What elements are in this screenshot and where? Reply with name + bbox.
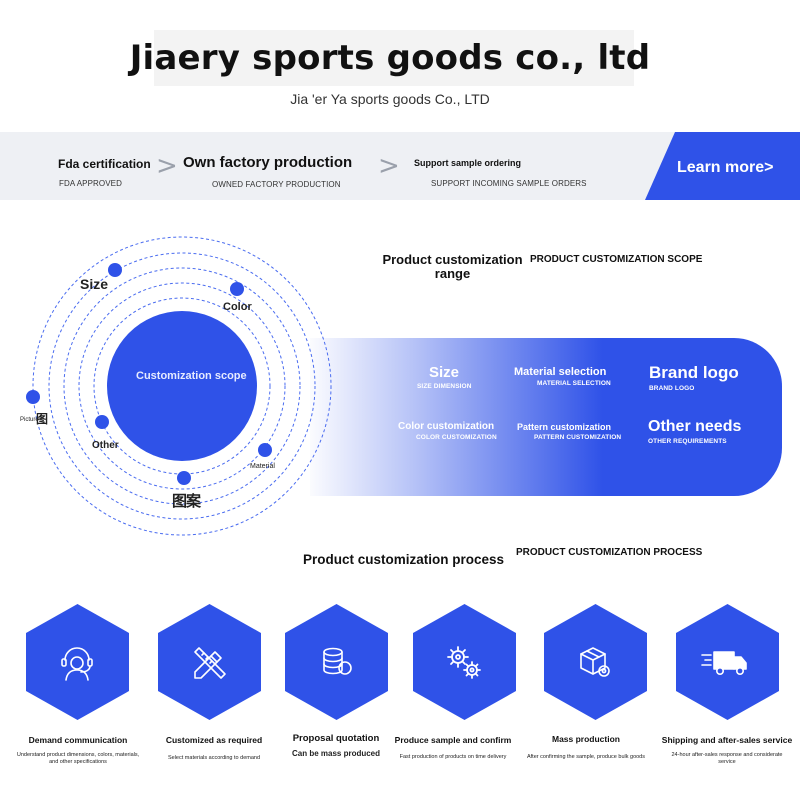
panel-item-subtitle: MATERIAL SELECTION [537, 380, 611, 387]
process-step: Proposal quotation Can be mass produced [271, 733, 401, 758]
coin-stack-icon [323, 647, 352, 675]
chevron-right-icon: > [156, 151, 178, 181]
feature-sample: Support sample ordering SUPPORT INCOMING… [414, 158, 587, 188]
panel-item-title: Material selection [514, 366, 607, 378]
orbit-ring [32, 236, 332, 536]
feature-subtitle: SUPPORT INCOMING SAMPLE ORDERS [431, 179, 587, 188]
step-label: Customized as required [165, 735, 263, 745]
orbit-glyph: 图 [36, 412, 49, 426]
feature-title: Own factory production [183, 154, 353, 171]
feature-title: Fda certification [58, 157, 151, 171]
learn-more-label: Learn more> [677, 159, 774, 176]
panel-item-subtitle: SIZE DIMENSION [417, 383, 472, 390]
orbit-ring [48, 252, 316, 520]
step-description: After confirming the sample, produce bul… [526, 754, 645, 760]
feature-title: Support sample ordering [414, 158, 522, 168]
orbit-dot [108, 263, 122, 277]
step-description: 24-hour after-sales response and conside… [671, 752, 783, 765]
feature-fda: Fda certification FDA APPROVED [58, 157, 151, 188]
step-label: Mass production [551, 734, 620, 744]
step-description: Select materials according to demand [167, 755, 261, 761]
feature-subtitle: OWNED FACTORY PRODUCTION [212, 180, 341, 189]
orbit-dot [95, 415, 109, 429]
panel-item-size: Size SIZE DIMENSION [417, 364, 472, 390]
orbit-ring [78, 282, 286, 490]
learn-more-button[interactable]: Learn more> [645, 132, 800, 200]
panel-item-pattern: Pattern customization PATTERN CUSTOMIZAT… [517, 422, 621, 441]
panel-item-subtitle: COLOR CUSTOMIZATION [416, 434, 497, 441]
process-step: Mass production After confirming the sam… [521, 734, 651, 761]
orbit-label-material: Material [250, 463, 275, 470]
orbit-dot [177, 471, 191, 485]
step-description: Fast production of products on time deli… [399, 754, 507, 760]
range-title: Product customization range [382, 252, 523, 281]
step-label: Proposal quotation [292, 733, 380, 744]
process-title: Product customization process [303, 552, 505, 567]
panel-item-title: Size [429, 364, 460, 381]
step-description: Understand product dimensions, colors, m… [16, 752, 140, 765]
orbit-dot [26, 390, 40, 404]
panel-item-color: Color customization COLOR CUSTOMIZATION [398, 421, 497, 441]
panel-item-subtitle: BRAND LOGO [649, 385, 695, 392]
orbit-label-other: Other [92, 440, 119, 451]
process-step: Produce sample and confirm Fast producti… [388, 735, 518, 761]
process-subtitle: PRODUCT CUSTOMIZATION PROCESS [516, 547, 703, 558]
orbit-glyph: 图案 [172, 493, 201, 510]
orbit-label-picture: Picture [20, 417, 39, 423]
panel-item-title: Other needs [648, 418, 742, 435]
panel-item-other-needs: Other needs OTHER REQUIREMENTS [648, 418, 741, 445]
panel-item-title: Color customization [398, 421, 495, 432]
step-label: Produce sample and confirm [394, 735, 512, 745]
center-circle [107, 311, 257, 461]
orbit-dot [258, 443, 272, 457]
panel-item-title: Brand logo [649, 363, 739, 382]
process-step: Customized as required Select materials … [149, 735, 279, 762]
customization-panel [310, 338, 782, 496]
feature-factory: Own factory production OWNED FACTORY PRO… [183, 154, 352, 189]
ruler-pencil-icon [194, 647, 226, 679]
gears-icon [447, 646, 481, 679]
title-background [154, 30, 634, 86]
orbit-dot [230, 282, 244, 296]
feature-subtitle: FDA APPROVED [59, 179, 122, 188]
step-label: Demand communication [28, 735, 128, 745]
company-subtitle: Jia 'er Ya sports goods Co., LTD [290, 91, 490, 107]
panel-item-subtitle: OTHER REQUIREMENTS [648, 438, 727, 445]
panel-item-material: Material selection MATERIAL SELECTION [514, 366, 611, 387]
chevron-right-icon: > [378, 151, 400, 181]
center-label: Customization scope [136, 370, 247, 382]
orbit-ring [63, 267, 301, 505]
box-gear-icon [580, 647, 610, 677]
headset-person-icon [61, 647, 93, 681]
step-label: Shipping and after-sales service [661, 735, 793, 745]
delivery-truck-icon [701, 651, 747, 675]
orbit-label-size: Size [80, 276, 109, 292]
range-subtitle: PRODUCT CUSTOMIZATION SCOPE [530, 254, 703, 265]
company-title: Jiaery sports goods co., ltd [129, 38, 651, 78]
process-step: Shipping and after-sales service 24-hour… [657, 735, 797, 766]
process-step: Demand communication Understand product … [13, 735, 143, 766]
panel-item-title: Pattern customization [517, 422, 612, 432]
step-description: Can be mass produced [291, 749, 381, 758]
orbit-label-color: Color [223, 301, 252, 313]
panel-item-brand-logo: Brand logo BRAND LOGO [649, 363, 739, 392]
panel-item-subtitle: PATTERN CUSTOMIZATION [534, 434, 622, 441]
